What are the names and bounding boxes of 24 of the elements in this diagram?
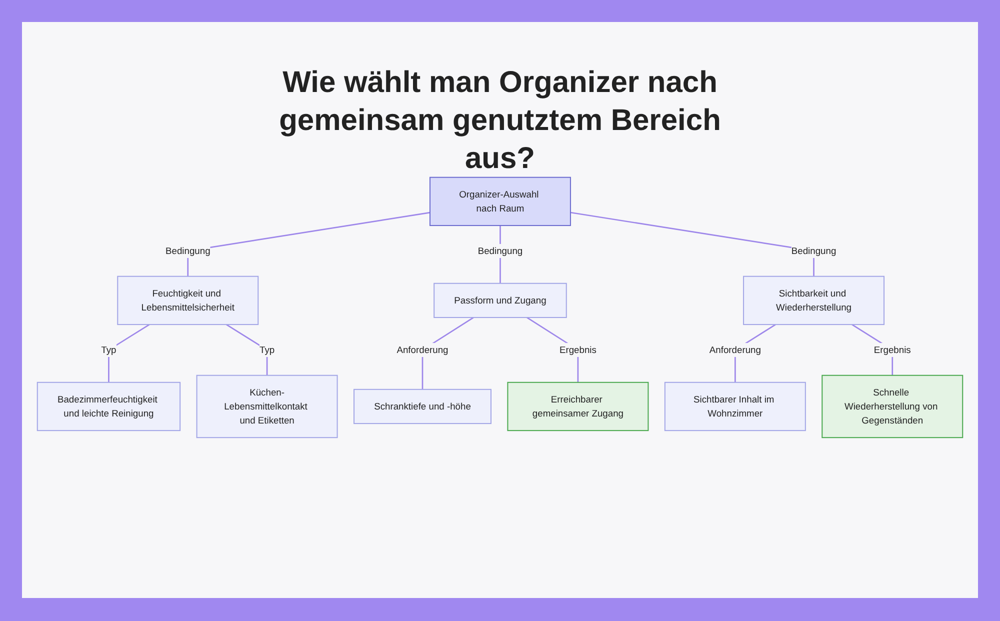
connector xyxy=(570,212,814,276)
title: Wie wählt man Organizer nach gemeinsam genutztem Bereich aus? xyxy=(278,65,722,177)
edge-label: Ergebnis xyxy=(559,344,596,355)
node-box: Schnelle Wiederherstellung von Gegenständen xyxy=(822,374,964,438)
connector xyxy=(187,212,430,276)
connector xyxy=(226,324,268,376)
connector xyxy=(108,324,150,382)
edge-label: Ergebnis xyxy=(874,344,911,355)
edge-label: Bedingung xyxy=(478,245,523,256)
node-box: Sichtbarkeit und Wiederherstellung xyxy=(743,276,885,326)
edge-label: Bedingung xyxy=(791,245,836,256)
edge-label: Anforderung xyxy=(709,344,761,355)
node-box: Passform und Zugang xyxy=(434,282,567,318)
edge-label: Anforderung xyxy=(396,344,448,355)
node-box: Badezimmerfeuchtigkeit und leichte Reinigung xyxy=(36,382,181,432)
node-box: Sichtbarer Inhalt im Wohnzimmer xyxy=(664,382,806,432)
node-box: Feuchtigkeit und Lebensmittelsicherheit xyxy=(117,276,259,326)
node-box: Organizer-Auswahl nach Raum xyxy=(429,176,571,226)
node-box: Schranktiefe und -höhe xyxy=(354,388,492,424)
edge-label: Typ xyxy=(101,344,116,355)
edge-label: Bedingung xyxy=(165,245,210,256)
node-box: Erreichbarer gemeinsamer Zugang xyxy=(507,382,649,432)
node-box: Küchen-Lebensmittelkontakt und Etiketten xyxy=(196,374,338,438)
edge-label: Typ xyxy=(259,344,275,355)
